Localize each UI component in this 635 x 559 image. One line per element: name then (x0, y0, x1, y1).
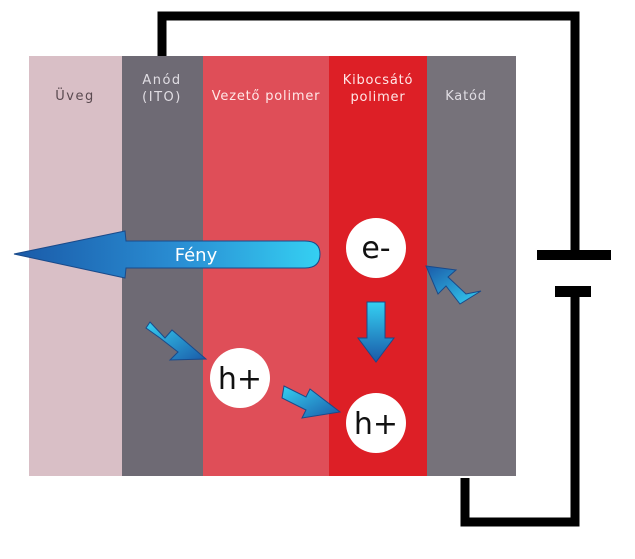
down-arrow-icon (357, 301, 395, 363)
layer-label-cathode: Katód (445, 89, 487, 104)
hole-circle-emissive (346, 393, 406, 453)
hole-label-emissive: h+ (354, 407, 398, 442)
hole-arrow-icon (145, 321, 208, 361)
layer-cathode (427, 56, 516, 476)
hole-label-conductive: h+ (218, 362, 262, 397)
layer-label-glass: Üveg (55, 87, 94, 104)
hole-transfer-arrow-icon (281, 385, 342, 419)
layer-label-emissive: Kibocsátó (343, 73, 413, 88)
light-arrow-icon (13, 230, 321, 279)
light-label: Fény (175, 245, 218, 266)
layer-label-anode-sub: (ITO) (142, 90, 182, 105)
hole-circle-conductive (210, 348, 270, 408)
layer-label-emissive-sub: polimer (350, 90, 405, 105)
battery-icon (537, 250, 611, 297)
electron-circle (346, 218, 406, 278)
layer-label-anode: Anód (142, 73, 181, 88)
electron-arrow-icon (425, 265, 482, 305)
circuit-wire (157, 11, 580, 527)
layer-label-conductive: Vezető polimer (212, 89, 321, 104)
electron-label: e- (361, 231, 390, 266)
